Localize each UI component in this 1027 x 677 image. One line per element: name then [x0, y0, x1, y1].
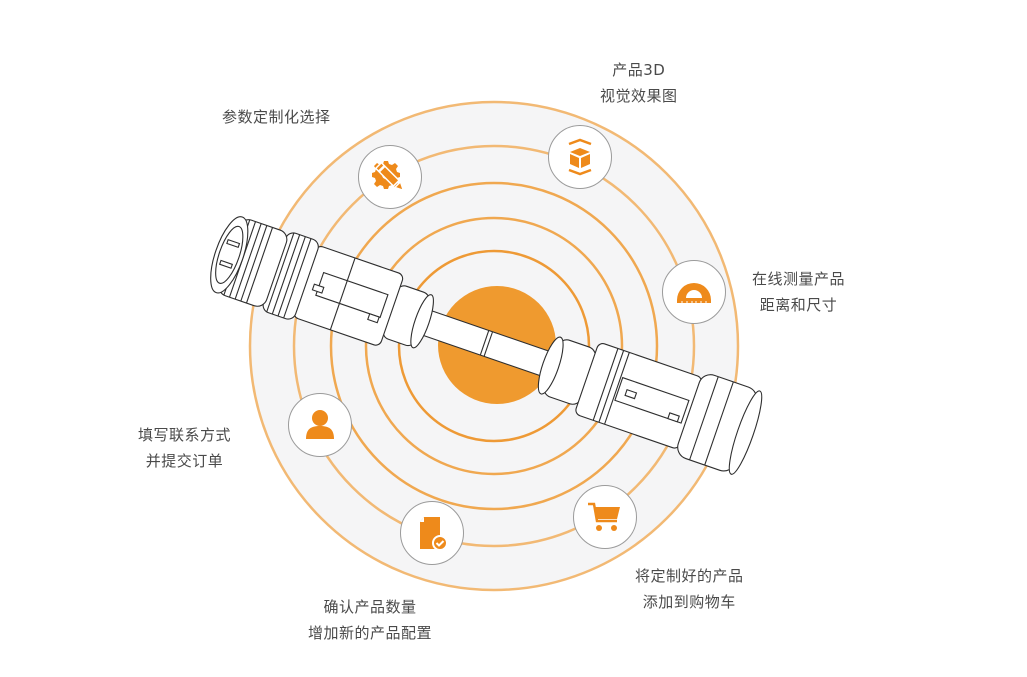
label-line: 在线测量产品 [752, 270, 846, 288]
step-contact-label: 填写联系方式 并提交订单 [138, 422, 231, 474]
step-view3d-label: 产品3D 视觉效果图 [600, 57, 678, 109]
ring-1 [397, 249, 591, 443]
step-confirm-button[interactable] [400, 501, 464, 565]
label-line: 参数定制化选择 [222, 108, 331, 126]
ring-4 [292, 144, 696, 548]
ring-3 [329, 181, 659, 511]
ring-2 [364, 216, 624, 476]
protractor-icon [677, 283, 711, 303]
label-line: 将定制好的产品 [635, 567, 744, 585]
step-measure-button[interactable] [662, 260, 726, 324]
label-line: 添加到购物车 [642, 593, 736, 611]
connector-cable-illustration [210, 216, 763, 475]
step-customize-label: 参数定制化选择 [222, 104, 331, 130]
gear-pencil-icon [372, 161, 405, 192]
step-confirm-label: 确认产品数量 增加新的产品配置 [308, 594, 432, 646]
step-measure-label: 在线测量产品 距离和尺寸 [752, 266, 845, 318]
cube-3d-icon [568, 138, 592, 176]
step-view3d-button[interactable] [548, 125, 612, 189]
label-line: 视觉效果图 [600, 87, 678, 105]
step-cart-button[interactable] [573, 485, 637, 549]
step-contact-button[interactable] [288, 393, 352, 457]
label-line: 产品3D [612, 61, 666, 79]
label-line: 增加新的产品配置 [308, 624, 433, 642]
shopping-cart-icon [588, 502, 620, 531]
document-check-icon [420, 517, 448, 551]
user-icon [306, 410, 334, 439]
step-cart-label: 将定制好的产品 添加到购物车 [635, 563, 744, 615]
label-line: 并提交订单 [145, 452, 224, 470]
label-line: 距离和尺寸 [759, 296, 838, 314]
step-customize-button[interactable] [358, 145, 422, 209]
label-line: 确认产品数量 [323, 598, 417, 616]
label-line: 填写联系方式 [138, 426, 232, 444]
